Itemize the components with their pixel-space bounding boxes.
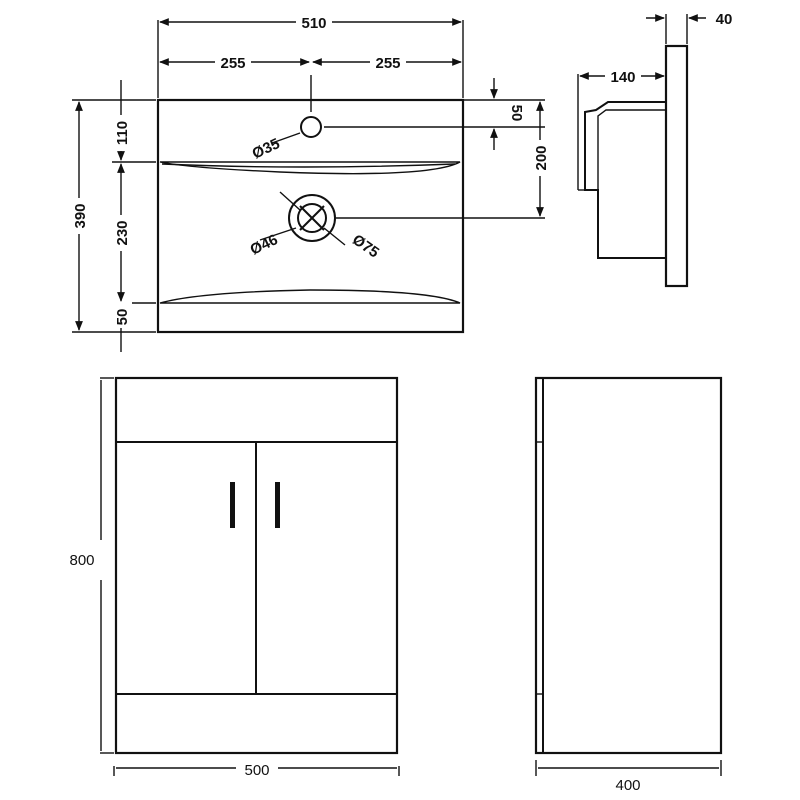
right-door-handle bbox=[275, 482, 280, 528]
dim-taphole-offset: 50 bbox=[508, 105, 525, 122]
basin-side-view: 40 140 bbox=[577, 11, 733, 288]
basin-top-view: 510 255 255 390 110 230 50 50 200 Ø35 Ø4… bbox=[70, 12, 550, 352]
dim-overall-depth: 390 bbox=[72, 203, 89, 228]
dim-waste-to-back: 50 bbox=[114, 309, 131, 326]
dim-unit-width: 500 bbox=[244, 762, 269, 779]
dim-waste-offset: 200 bbox=[533, 145, 550, 170]
dim-half-left: 255 bbox=[220, 55, 245, 72]
dim-bowl-projection: 140 bbox=[610, 69, 635, 86]
dim-lip-width: 40 bbox=[716, 11, 733, 28]
waste-outer-circle bbox=[288, 194, 336, 242]
basin-side-bowl bbox=[584, 101, 666, 259]
unit-side-view: 400 bbox=[534, 376, 723, 794]
unit-front-view: 800 500 bbox=[69, 376, 400, 779]
dim-overall-width: 510 bbox=[301, 15, 326, 32]
left-door-handle bbox=[230, 482, 235, 528]
dim-front-to-taphole: 110 bbox=[114, 121, 131, 145]
dim-half-right: 255 bbox=[375, 55, 400, 72]
unit-side-panel bbox=[534, 376, 723, 755]
basin-side-lip bbox=[664, 44, 689, 288]
basin-bowl-edge-top bbox=[159, 161, 461, 175]
waste-inner-circle bbox=[297, 203, 327, 233]
dim-taphole-to-waste: 230 bbox=[114, 220, 131, 245]
dim-unit-depth: 400 bbox=[615, 777, 640, 794]
dim-unit-height: 800 bbox=[69, 552, 94, 569]
taphole-circle bbox=[300, 116, 322, 138]
basin-bowl-edge-bottom bbox=[159, 289, 461, 304]
